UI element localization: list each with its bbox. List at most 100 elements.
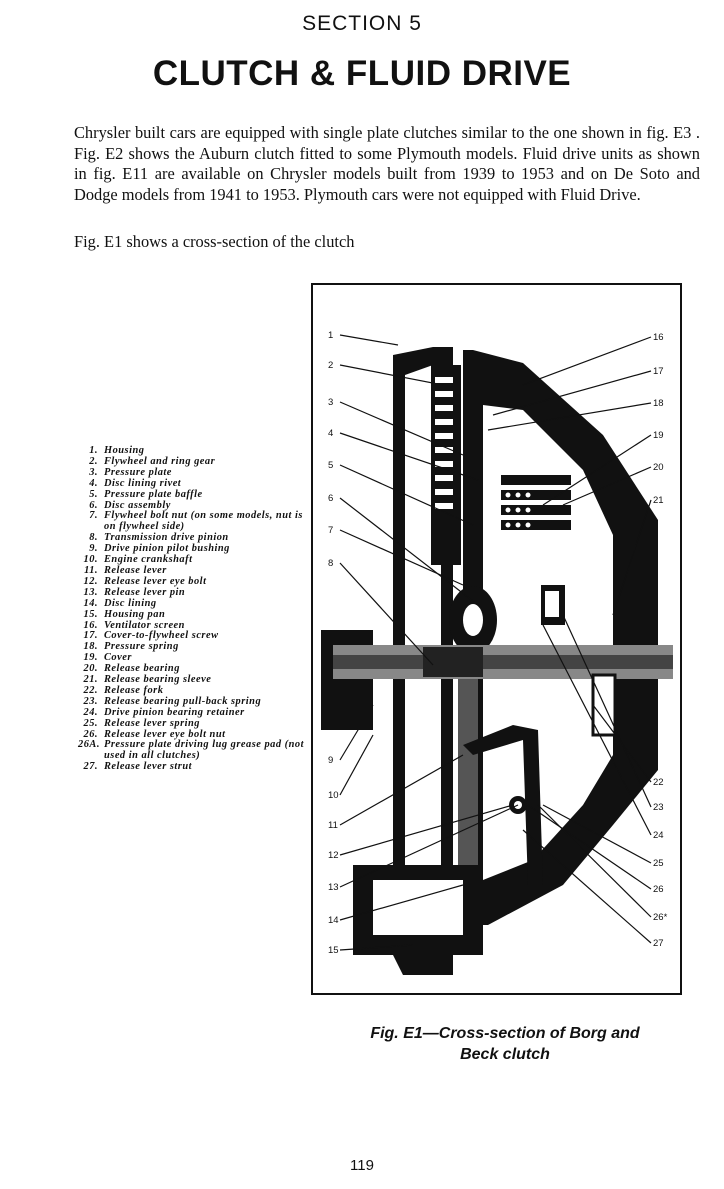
legend-item-text: Release lever spring — [104, 717, 200, 729]
callout-label-left: 3 — [328, 397, 333, 408]
legend-item-number: 7. — [89, 510, 98, 522]
legend-item-number: 17. — [83, 630, 98, 642]
legend-item-number: 14. — [83, 597, 98, 609]
callout-leader-right — [562, 466, 652, 506]
legend-item-text: Release lever — [104, 564, 167, 576]
callout-label-right: 22 — [653, 777, 664, 788]
intro-paragraph: Chrysler built cars are equipped with si… — [74, 123, 700, 204]
callout-label-left: 9 — [328, 755, 333, 766]
callout-leader-left — [339, 884, 464, 921]
legend-item-number: 11. — [84, 564, 98, 576]
callout-label-left: 5 — [328, 460, 333, 471]
disc-lining-shape — [458, 665, 478, 915]
legend-item-number: 2. — [89, 455, 98, 467]
callout-label-left: 7 — [328, 525, 333, 536]
legend-item-number: 26A. — [78, 739, 100, 751]
main-shaft-core — [333, 655, 673, 669]
legend-item: 1.Housing — [78, 445, 314, 457]
callout-leader-right — [542, 624, 652, 836]
legend-item-text: Release lever pin — [104, 586, 186, 598]
pressure-spring-dots — [505, 492, 531, 528]
legend-item-number: 6. — [89, 499, 98, 511]
legend-item: 8. Transmission drive pinion — [78, 532, 314, 544]
legend-item-text: Cover — [104, 652, 132, 664]
callout-label-right: 27 — [653, 938, 664, 949]
section-label: SECTION 5 — [302, 12, 422, 35]
legend-item-text: Housing — [104, 445, 145, 456]
legend-item: 21.Release bearing sleeve — [78, 674, 314, 686]
callout-label-left: 6 — [328, 493, 333, 504]
legend-item: 2.Flywheel and ring gear — [78, 455, 314, 468]
callout-leader-left — [339, 497, 479, 606]
ring-gear-teeth — [435, 377, 453, 509]
legend-item-text: Release lever strut — [104, 761, 192, 773]
callout-leader-lines — [339, 334, 652, 951]
legend-item-text: Flywheel bolt nut (on some models, nut i… — [104, 510, 303, 533]
callout-leader-left — [339, 432, 479, 481]
legend-item-number: 15. — [83, 608, 98, 620]
legend-item: 11. Release lever — [78, 564, 314, 577]
callout-label-right: 26* — [653, 912, 668, 923]
legend-item-number: 24. — [83, 706, 98, 718]
shaft-hatching — [423, 647, 483, 677]
callout-label-left: 4 — [328, 428, 333, 439]
callout-leader-left — [339, 334, 399, 346]
callout-leader-left — [339, 704, 374, 761]
legend-item-number: 25. — [83, 717, 98, 729]
release-bearing-sleeve — [545, 591, 559, 617]
legend-item-text: Cover-to-flywheel screw — [104, 630, 219, 642]
callout-leader-left — [339, 364, 444, 386]
callout-label-left: 14 — [328, 915, 339, 926]
legend-item: 13.Release lever pin — [78, 586, 314, 599]
legend-item-text: Pressure spring — [104, 641, 179, 653]
clutch-cross-section-diagram: 1234567891011121314151617181920212223242… — [321, 330, 673, 975]
legend-item: 10.Engine crankshaft — [78, 554, 314, 566]
callout-leader-left — [339, 401, 464, 456]
legend-item-text: Disc lining — [104, 597, 157, 609]
callout-leader-right — [522, 336, 652, 386]
callout-leader-left — [339, 562, 434, 666]
legend-item-number: 8. — [89, 532, 98, 544]
callout-leader-left — [339, 944, 414, 951]
legend-item-text: Release lever eye bolt — [104, 575, 207, 587]
legend-item-text: Release bearing pull-back spring — [104, 695, 262, 707]
callout-leader-right — [542, 804, 652, 864]
callout-leader-left — [339, 529, 464, 586]
legend-item-text: Disc assembly — [104, 499, 171, 511]
callout-label-left: 11 — [328, 820, 338, 831]
drive-pinion-hub-inner — [463, 604, 483, 636]
callout-label-left: 13 — [328, 882, 339, 893]
legend-item: 3.Pressure plate — [78, 467, 314, 479]
legend-item: 22.Release fork — [78, 684, 314, 697]
callout-leader-left — [339, 464, 474, 526]
legend-item-text: Transmission drive pinion — [104, 532, 229, 544]
legend-item-number: 16. — [83, 619, 98, 631]
callout-label-right: 16 — [653, 332, 664, 343]
legend-item-number: 5. — [89, 488, 98, 500]
legend-item-text: Drive pinion bearing retainer — [104, 706, 245, 718]
callout-label-right: 26 — [653, 884, 664, 895]
legend-item: 26A. Pressure plate driving lug grease pa… — [78, 740, 314, 762]
legend-item-number: 9. — [89, 543, 98, 555]
legend-item-text: Release fork — [104, 684, 164, 696]
callout-leader-right — [487, 402, 652, 431]
legend-item-text: Pressure plate driving lug grease pad (n… — [104, 739, 304, 762]
legend-item: 24. Drive pinion bearing retainer — [78, 706, 314, 719]
callout-leader-left — [339, 804, 519, 888]
legend-item-number: 20. — [83, 663, 98, 675]
legend-item-number: 19. — [83, 652, 98, 664]
callout-label-right: 24 — [653, 830, 664, 841]
legend-item-text: Release bearing sleeve — [104, 674, 212, 686]
legend-item: 12. Release lever eye bolt — [78, 575, 314, 588]
callout-label-right: 17 — [653, 366, 664, 377]
callout-label-right: 20 — [653, 462, 664, 473]
callout-label-right: 25 — [653, 858, 664, 869]
callout-label-left: 8 — [328, 558, 333, 569]
legend-item-number: 12. — [83, 575, 98, 587]
callout-label-right: 19 — [653, 430, 664, 441]
callout-leader-left — [339, 754, 464, 826]
legend-item-text: Engine crankshaft — [104, 554, 193, 566]
callout-leader-right — [542, 434, 652, 506]
legend-item-number: 27. — [83, 761, 98, 773]
